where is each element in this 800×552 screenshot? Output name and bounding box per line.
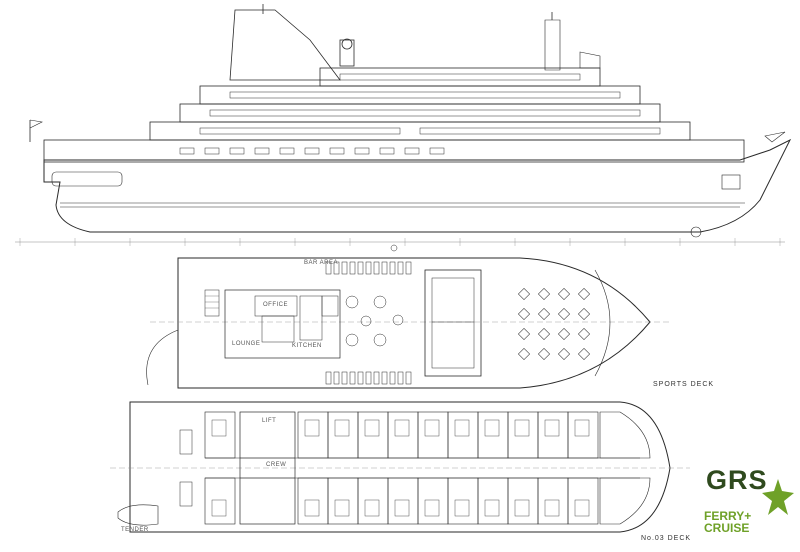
no3-deck-plan — [110, 401, 690, 533]
star-icon — [762, 479, 794, 515]
lift-label: LIFT — [262, 418, 277, 424]
bar-area-label: BAR AREA — [304, 260, 339, 266]
tender-label: TENDER — [121, 527, 149, 533]
kitchen-label: KITCHEN — [292, 343, 322, 349]
logo-ferry-text: FERRY+ — [704, 509, 752, 523]
crew-label: CREW — [266, 462, 287, 468]
salon-label: LOUNGE — [232, 341, 261, 347]
grs-logo: GRS FERRY+ CRUISE — [700, 465, 798, 545]
logo-name: GRS — [706, 465, 768, 495]
side-profile — [15, 4, 792, 252]
sports-deck-label: SPORTS DECK — [653, 381, 715, 388]
logo-cruise-text: CRUISE — [704, 521, 750, 535]
sports-deck-plan — [146, 257, 670, 389]
no3-deck-label: No.03 DECK — [641, 535, 692, 542]
office-label: OFFICE — [263, 302, 288, 308]
